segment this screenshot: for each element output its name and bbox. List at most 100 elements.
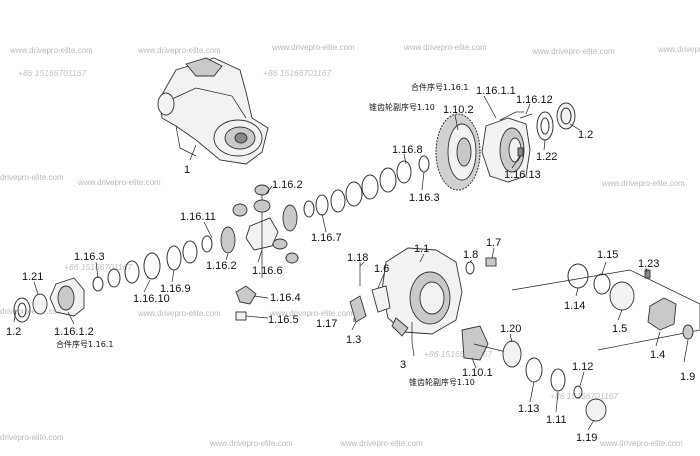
- flange-group-boundary: [511, 269, 700, 351]
- callout-1-16-1-2: 1.16.1.2: [54, 326, 94, 338]
- callout-1-16-9: 1.16.9: [160, 283, 191, 295]
- callout-1-16-7: 1.16.7: [311, 232, 342, 244]
- callout-1-7: 1.7: [486, 237, 501, 249]
- watermark-site: drivepro-elite.com: [0, 307, 64, 316]
- callout-1-10-2: 1.10.2: [443, 104, 474, 116]
- callout-1-16-8: 1.16.8: [392, 144, 423, 156]
- watermark-site: www.drivepro-elite.com: [137, 46, 221, 55]
- callout-1-23: 1.23: [638, 258, 659, 270]
- seal-1-8-drawing: [465, 261, 475, 275]
- watermark-layer: www.drivepro-elite.com www.drivepro-elit…: [0, 43, 700, 448]
- callout-1-16-3-left: 1.16.3: [74, 251, 105, 263]
- callout-1-12: 1.12: [572, 361, 593, 373]
- bearing-1-22-inner: [540, 117, 550, 135]
- callout-3: 3: [400, 359, 406, 371]
- callout-1-21: 1.21: [22, 271, 43, 283]
- callout-1-22: 1.22: [536, 151, 557, 163]
- callout-1-16-4: 1.16.4: [270, 292, 301, 304]
- washer-1-12-drawing: [573, 385, 583, 399]
- callout-1-18: 1.18: [347, 252, 368, 264]
- diff-case-half-drawing: [481, 111, 531, 183]
- nut-1-9-drawing: [682, 324, 694, 340]
- watermark-site: www.drivepro-elite.com: [599, 439, 683, 448]
- callout-1-11: 1.11: [546, 414, 567, 426]
- watermark-site: www.drivepro-elite.com: [137, 309, 221, 318]
- ring-1-2-left-drawing: [13, 297, 31, 323]
- bearing-1-19-drawing: [585, 398, 607, 422]
- watermark-phone: +86 15166701167: [263, 68, 331, 78]
- watermark-site: www.drivepro-elite.com: [657, 45, 700, 54]
- watermark-phone: +86 15166701167: [18, 68, 86, 78]
- pinion-gear-drawing: [461, 325, 507, 361]
- ring-1-2-drawing: [556, 102, 576, 130]
- watermark-site: www.drivepro-elite.com: [531, 47, 615, 56]
- note-bevel-pair-top: 锥齿轮副序号1.10: [369, 102, 435, 112]
- bolt-1-16-12-drawing: [519, 113, 533, 119]
- bearing-1-22-drawing: [536, 111, 554, 141]
- bolt-1-23-drawing: [644, 269, 651, 279]
- note-assembly-seq: 合件序号1.16.1: [411, 82, 468, 92]
- callout-1-5: 1.5: [612, 323, 627, 335]
- callout-1-16-10: 1.16.10: [133, 293, 170, 305]
- callout-1-2-top: 1.2: [578, 129, 593, 141]
- ring-1-2-left-inner: [17, 302, 27, 318]
- callout-1-14: 1.14: [564, 300, 585, 312]
- bearing-1-20-drawing: [502, 340, 522, 368]
- watermark-site: www.drivepro-elite.com: [601, 179, 685, 188]
- watermark-phone: +86 15166701167: [424, 349, 492, 359]
- callout-1: 1: [184, 164, 190, 176]
- watermark-site: www.drivepro-elite.com: [77, 178, 161, 187]
- callout-1-16-1-1: 1.16.1.1: [476, 85, 516, 97]
- note-bevel-pair-bottom: 锥齿轮副序号1.10: [409, 377, 475, 387]
- callout-1-8: 1.8: [463, 249, 478, 261]
- ring-gear-drawing: [435, 113, 481, 191]
- callout-1-16-11: 1.16.11: [180, 211, 216, 223]
- callout-1-10-1: 1.10.1: [462, 367, 493, 379]
- diff-case-left-drawing: [49, 277, 85, 317]
- axle-assembly-drawing: [157, 57, 269, 165]
- spacer-1-13-drawing: [525, 357, 543, 383]
- callout-1-13: 1.13: [518, 403, 539, 415]
- thrust-washers-right: [303, 155, 430, 218]
- callout-1-16-13: 1.16.13: [504, 169, 541, 181]
- callout-labels: 1 1.16.1.1 1.16.12 1.10.2 1.2 1.16.8 1.2…: [6, 85, 695, 444]
- callout-1-15: 1.15: [597, 249, 618, 261]
- watermark-site: www.drivepro-elite.com: [9, 46, 93, 55]
- watermark-site: www.drivepro-elite.com: [403, 43, 487, 52]
- callout-1-16-12: 1.16.12: [516, 94, 553, 106]
- watermark-site: www.drivepro-elite.com: [339, 439, 423, 448]
- flange-1-4-drawing: [647, 297, 677, 331]
- callout-1-16-3-top: 1.16.3: [409, 192, 440, 204]
- drive-housing-drawing: [371, 247, 463, 337]
- watermark-site: www.drivepro-elite.com: [269, 309, 353, 318]
- leader-lines: [13, 95, 689, 431]
- ring-1-2-inner: [560, 107, 572, 125]
- callout-1-16-2-top: 1.16.2: [272, 179, 303, 191]
- note-assembly-seq-lower: 合件序号1.16.1: [56, 339, 113, 349]
- watermark-phone: +86 15166701167: [550, 391, 618, 401]
- seal-1-11-drawing: [550, 368, 566, 392]
- callout-1-20: 1.20: [500, 323, 521, 335]
- callout-1-3: 1.3: [346, 334, 361, 346]
- callout-1-4: 1.4: [650, 349, 665, 361]
- bearing-1-21-drawing: [32, 293, 48, 315]
- callout-1-2-left: 1.2: [6, 326, 21, 338]
- callout-1-16-2-mid: 1.16.2: [206, 260, 237, 272]
- callout-1-16-5: 1.16.5: [268, 314, 299, 326]
- bolt-1-16-13-drawing: [517, 147, 524, 157]
- callout-1-1: 1.1: [414, 243, 429, 255]
- callout-1-9: 1.9: [680, 371, 695, 383]
- watermark-site: drivepro-elite.com: [0, 433, 64, 442]
- oring-1-15-drawing: [593, 273, 611, 295]
- watermark-site: drivepro-elite.com: [0, 173, 64, 182]
- bracket-1-17-drawing: [349, 295, 367, 323]
- callout-1-16-6: 1.16.6: [252, 265, 283, 277]
- callout-1-17: 1.17: [316, 318, 337, 330]
- seal-housing-1-5-drawing: [609, 281, 635, 311]
- plug-1-7-drawing: [485, 257, 497, 267]
- part-drawings: [13, 57, 700, 422]
- callout-1-19: 1.19: [576, 432, 597, 444]
- watermark-phone: +86 15166701167: [64, 262, 132, 272]
- watermark-site: www.drivepro-elite.com: [209, 439, 293, 448]
